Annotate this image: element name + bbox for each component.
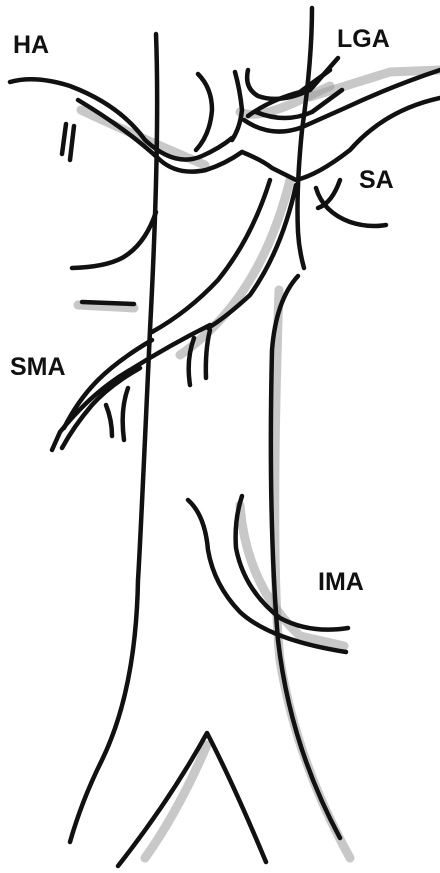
label-sma: SMA xyxy=(10,355,66,380)
label-lga: LGA xyxy=(337,27,390,52)
label-ima: IMA xyxy=(318,570,364,595)
label-sa: SA xyxy=(359,168,394,193)
superior-mesenteric-artery xyxy=(52,302,210,450)
hepatic-artery xyxy=(10,74,242,268)
label-ha: HA xyxy=(13,33,49,58)
